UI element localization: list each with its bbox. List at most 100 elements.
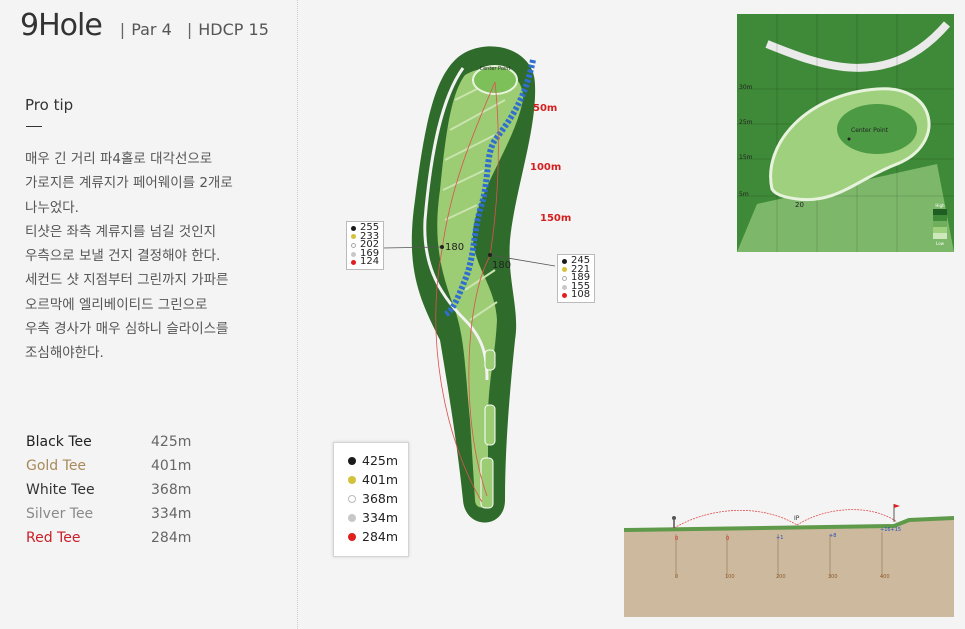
axis-label: 15m (739, 154, 753, 161)
dot-silver (562, 284, 567, 290)
legend-label: 368m (362, 491, 399, 506)
top-label: +8 (829, 533, 836, 539)
top-label: 0 (675, 536, 678, 542)
dot-gold (562, 267, 567, 273)
axis-label: 30m (739, 84, 753, 91)
par-label: Par 4 (131, 20, 172, 39)
legend-row: 284m (334, 527, 408, 546)
legend-row: 334m (334, 508, 408, 527)
separator: | (119, 20, 126, 39)
legend-dot (348, 513, 356, 522)
dot-red (562, 293, 567, 299)
creek (443, 59, 536, 318)
hole-title: 9Hole (20, 8, 103, 43)
top-label: 0 (726, 536, 729, 542)
protip-divider (26, 126, 42, 127)
protip-line: 매우 긴 거리 파4홀로 대각선으로 (25, 151, 213, 167)
ip-dot (488, 253, 492, 257)
fairway (437, 68, 524, 508)
leader-line (489, 254, 556, 267)
tee-row-red: Red Tee 284m (26, 526, 191, 550)
tee-name: White Tee (26, 482, 95, 498)
legend-label: 425m (362, 453, 399, 468)
column-divider (297, 0, 298, 629)
protip-line: 우측 경사가 매우 심하니 슬라이스를 (25, 321, 229, 338)
tee-name: Silver Tee (26, 506, 94, 522)
protip-line: 나누었다. (25, 199, 79, 216)
bottom-label: 20 (795, 201, 804, 209)
elevation-grass (624, 516, 954, 532)
marker-100m: 100m (530, 162, 561, 173)
ip-label: IP (794, 515, 800, 522)
dist-value: 202 (360, 239, 380, 251)
green-fringe-stripes (737, 164, 954, 252)
green-label: Center Point (480, 66, 511, 72)
ip-label-right: 180 (492, 260, 511, 271)
scale-top: High (935, 203, 945, 208)
tee-row-gold: Gold Tee 401m (26, 454, 191, 478)
ip-label-left: 180 (445, 242, 464, 253)
distance-box-right: 245 221 189 155 108 (557, 254, 596, 303)
protip-line: 우측으로 보낼 건지 결정해야 한다. (25, 248, 221, 265)
dist-value: 233 (360, 230, 380, 242)
shot-line (435, 81, 496, 503)
top-label: +1 (776, 535, 783, 541)
scale-bottom: Low (936, 241, 945, 246)
dot-black (562, 258, 567, 264)
tee-box (480, 457, 494, 509)
slope-scale: High Low (933, 203, 947, 246)
tee-distance: 284m (151, 530, 192, 546)
tee-name: Black Tee (26, 434, 92, 450)
bottom-label: 200 (776, 574, 786, 580)
legend-row: 425m (334, 451, 408, 470)
axis-label: 5m (739, 191, 749, 198)
dot-gold (351, 234, 356, 240)
flag-icon (893, 504, 900, 522)
hole-meta: |Par 4 |HDCP 15 (120, 20, 279, 39)
tee-legend: 425m 401m 368m 334m 284m (333, 442, 409, 557)
tee-row-silver: Silver Tee 334m (26, 502, 191, 526)
bottom-label: 0 (675, 574, 678, 580)
legend-dot (348, 494, 356, 503)
green (472, 65, 518, 95)
tee-box (484, 349, 496, 371)
dist-value: 245 (571, 255, 591, 266)
dist-value: 108 (571, 289, 591, 301)
green-center-label: Center Point (851, 127, 889, 134)
tee-distance: 334m (151, 506, 192, 522)
top-label: +16+15 (880, 527, 901, 533)
dist-value: 255 (360, 222, 380, 233)
dist-value: 221 (571, 263, 591, 275)
elevation-shot (673, 509, 798, 529)
tee-row-white: White Tee 368m (26, 478, 191, 502)
cart-path (423, 67, 489, 381)
legend-label: 284m (362, 529, 399, 544)
tee-name: Red Tee (26, 530, 81, 546)
dist-value: 124 (360, 256, 380, 268)
protip-line: 오르막에 엘리베이티드 그린으로 (25, 296, 208, 313)
fairway-stripes (442, 79, 506, 321)
elevation-profile: IP 0 0 +1 +8 +16+15 0 100 200 300 400 (624, 500, 954, 617)
legend-label: 401m (362, 472, 399, 487)
hole-header: 9Hole |Par 4 |HDCP 15 (20, 8, 279, 43)
green-cart-path (765, 21, 951, 72)
protip-line: 가로지른 계류지가 페어웨이를 2개로 (25, 175, 233, 192)
dist-value: 155 (571, 280, 591, 292)
legend-dot (348, 475, 356, 484)
green-high-zone (837, 104, 917, 154)
dist-value: 169 (360, 247, 380, 259)
green-center-dot (847, 137, 851, 141)
protip-title: Pro tip (25, 96, 74, 114)
protip-line: 티샷은 좌측 계류지를 넘길 것인지 (25, 223, 217, 240)
bottom-label: 300 (828, 574, 838, 580)
course-map: Center Point 50m 100m 150m 180 180 (382, 46, 571, 523)
tee-distance: 368m (151, 482, 192, 498)
protip-line: 조심해야한다. (25, 345, 104, 362)
green-detail-map: Center Point 30m 25m 15m 5m 20 High Low (737, 14, 954, 252)
dot-silver (351, 251, 356, 257)
tee-name: Gold Tee (26, 458, 87, 474)
legend-row: 368m (334, 489, 408, 508)
dot-red (351, 260, 356, 266)
separator: | (186, 20, 193, 39)
dot-white (351, 242, 356, 248)
